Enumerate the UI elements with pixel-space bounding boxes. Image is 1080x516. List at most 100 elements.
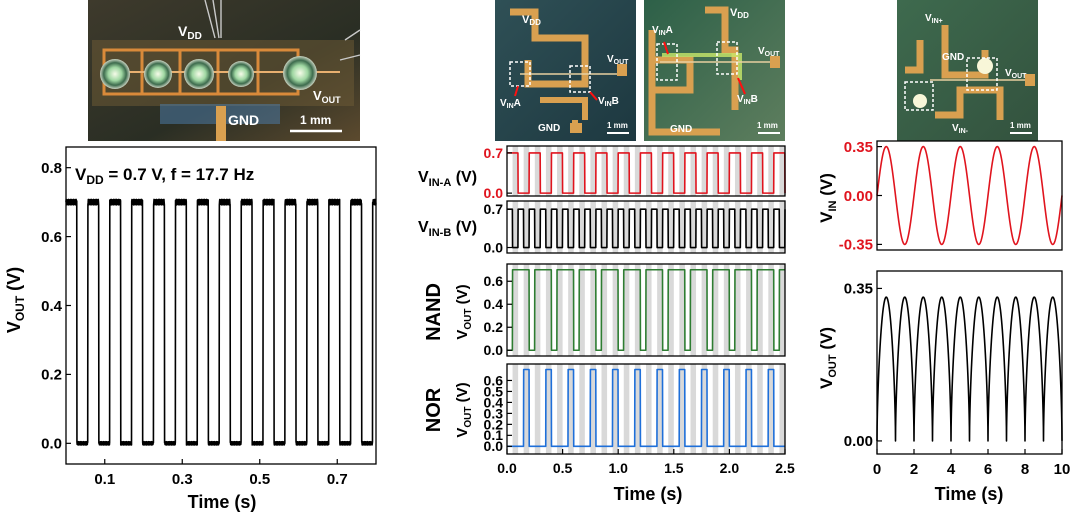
- series-line-nor: [506, 368, 786, 448]
- grid-band: [723, 264, 730, 356]
- amp-photo-gnd-label: GND: [942, 52, 964, 63]
- grid-band: [634, 364, 641, 454]
- series-line-vout_amp: [876, 296, 1063, 442]
- grid-band: [657, 264, 663, 356]
- grid-band: [746, 146, 752, 196]
- nor-photo-gnd-label: GND: [670, 124, 692, 135]
- grid-band: [768, 264, 774, 356]
- grid-band: [712, 264, 719, 356]
- grid-band: [623, 264, 630, 356]
- chart-vinb: 0.00.7: [484, 200, 786, 255]
- grid-band: [579, 201, 585, 253]
- grid-band: [512, 201, 519, 253]
- ring-photo-vout-label: VOUT: [313, 88, 341, 105]
- grid-band: [512, 146, 519, 196]
- series-line-vin_amp: [876, 145, 1063, 246]
- grid-band: [701, 201, 708, 253]
- series-line-ring: [65, 198, 377, 446]
- grid-band: [779, 264, 785, 356]
- x-tick-label: 0.0: [497, 460, 517, 476]
- x-tick-label: 0.7: [327, 471, 348, 488]
- amp-photo-vinm-label: VIN-: [952, 123, 969, 135]
- grid-band: [690, 364, 697, 454]
- grid-band: [757, 146, 763, 196]
- grid-band: [646, 146, 652, 196]
- grid-band: [657, 146, 663, 196]
- amplifier-photo: VIN+ VIN- VOUT GND 1 mm: [897, 0, 1038, 141]
- x-tick-label: 10: [1054, 461, 1071, 478]
- grid-band: [634, 146, 641, 196]
- grid-band: [579, 364, 585, 454]
- ring-photo-gnd-label: GND: [228, 112, 259, 128]
- chart-nand-grid-bands: [512, 264, 785, 356]
- grid-band: [734, 364, 741, 454]
- grid-band: [579, 264, 585, 356]
- y-tick-label: 0.0: [484, 438, 504, 454]
- nand-photo-vout-label: VOUT: [607, 54, 629, 66]
- grid-band: [757, 264, 763, 356]
- grid-band: [557, 146, 563, 196]
- grid-band: [579, 146, 585, 196]
- plot-frame-nor: [506, 363, 786, 455]
- nand-photo-scale-label: 1 mm: [607, 121, 628, 130]
- grid-band: [612, 364, 619, 454]
- grid-band: [634, 264, 641, 356]
- grid-band: [701, 146, 708, 196]
- grid-band: [701, 364, 708, 454]
- grid-band: [601, 364, 608, 454]
- grid-band: [590, 201, 596, 253]
- nand-y-axis-label: VOUT (V): [454, 284, 474, 339]
- grid-band: [768, 364, 774, 454]
- nand-photo-vina-label: VINA: [500, 98, 521, 110]
- x-tick-label: 2.5: [775, 460, 795, 476]
- x-tick-label: 0: [873, 461, 881, 478]
- nor-photo-scale-label: 1 mm: [757, 121, 778, 130]
- grid-band: [545, 264, 552, 356]
- amp-vout-y-axis-label: VOUT (V): [817, 327, 839, 389]
- x-tick-label: 1.5: [664, 460, 684, 476]
- grid-band: [734, 201, 741, 253]
- chart-vinb-grid-bands: [512, 201, 785, 253]
- grid-band: [523, 201, 530, 253]
- x-tick-label: 8: [1021, 461, 1029, 478]
- grid-band: [623, 201, 630, 253]
- amp-photo-scale-label: 1 mm: [1010, 121, 1031, 130]
- y-tick-label: 0.2: [484, 416, 504, 432]
- grid-band: [646, 264, 652, 356]
- grid-band: [545, 364, 552, 454]
- grid-band: [612, 264, 619, 356]
- vina-y-axis-label: VIN-A (V): [418, 169, 477, 189]
- series-line-vina: [506, 152, 786, 194]
- chart-vin_amp: -0.350.000.35: [839, 139, 1063, 254]
- x-tick-label: 0.5: [553, 460, 573, 476]
- grid-band: [557, 364, 563, 454]
- y-tick-label: 0.4: [484, 296, 504, 312]
- grid-band: [701, 264, 708, 356]
- grid-band: [779, 364, 785, 454]
- nand-photo-gnd-label: GND: [538, 123, 560, 134]
- amp-photo-vinp-label: VIN+: [925, 13, 943, 25]
- grid-band: [534, 264, 541, 356]
- grid-band: [557, 201, 563, 253]
- y-tick-label: 0.7: [484, 201, 504, 217]
- y-tick-label: 0.1: [484, 427, 504, 443]
- ring-oscillator-photo: VDD VOUT GND 1 mm: [88, 0, 361, 141]
- grid-band: [534, 146, 541, 196]
- grid-band: [534, 201, 541, 253]
- grid-band: [568, 264, 574, 356]
- grid-band: [712, 201, 719, 253]
- x-tick-label: 4: [947, 461, 956, 478]
- y-tick-label: 0.6: [41, 229, 62, 246]
- grid-band: [723, 201, 730, 253]
- grid-band: [712, 146, 719, 196]
- grid-band: [723, 146, 730, 196]
- grid-band: [668, 364, 674, 454]
- series-line-vinb: [506, 208, 786, 249]
- grid-band: [612, 146, 619, 196]
- grid-band: [679, 364, 685, 454]
- grid-band: [723, 364, 730, 454]
- grid-band: [601, 201, 608, 253]
- y-tick-label: 0.6: [484, 273, 504, 289]
- x-tick-label: 2: [910, 461, 918, 478]
- y-tick-label: -0.35: [839, 237, 873, 254]
